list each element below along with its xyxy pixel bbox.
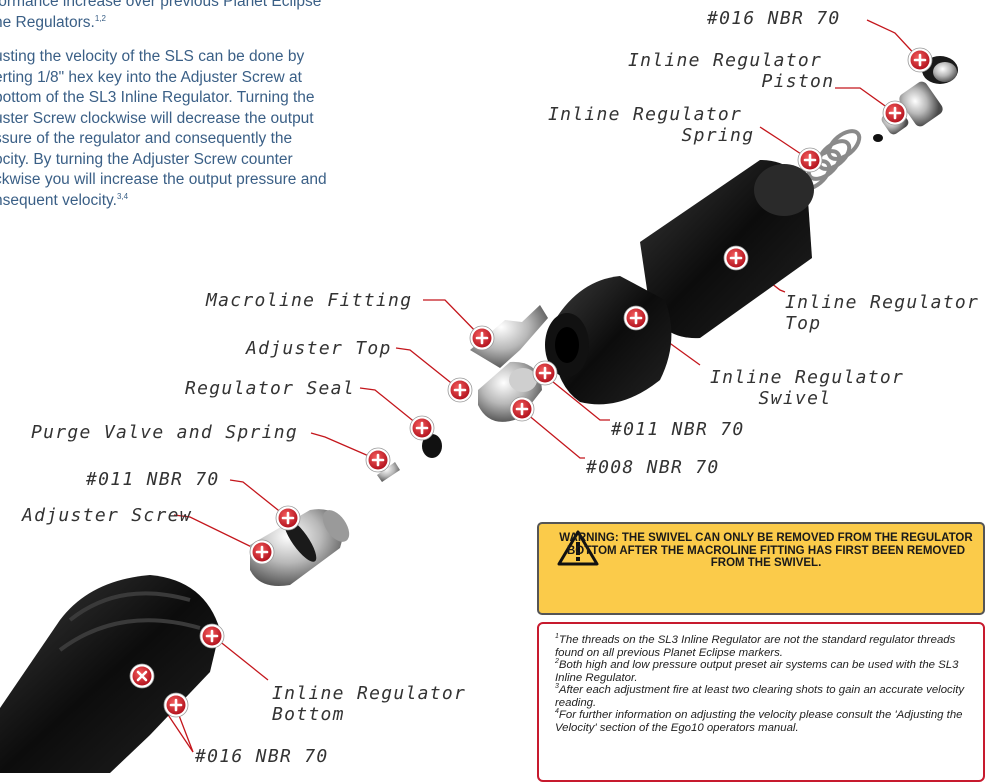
callout-marker-icon [470, 326, 494, 350]
warning-text: WARNING: THE SWIVEL CAN ONLY BE REMOVED … [549, 532, 973, 570]
label-nbr011-right: #011 NBR 70 [611, 419, 745, 440]
label-purge-valve: Purge Valve and Spring [31, 422, 298, 443]
label-spring: Inline Regulator Spring [548, 104, 754, 146]
label-inline-regulator-top: Inline Regulator Top [785, 292, 979, 334]
footnote-text: After each adjustment fire at least two … [555, 684, 964, 709]
label-nbr016-bottom: #016 NBR 70 [195, 746, 329, 767]
label-regulator-seal: Regulator Seal [185, 378, 355, 399]
footnote-text: For further information on adjusting the… [555, 709, 963, 734]
footnote: 4For further information on adjusting th… [555, 709, 973, 734]
label-nbr016-top: #016 NBR 70 [707, 8, 841, 29]
callout-marker-icon [366, 448, 390, 472]
footnotes-box: 1The threads on the SL3 Inline Regulator… [537, 622, 985, 782]
callout-marker-icon [624, 306, 648, 330]
footnote: 1The threads on the SL3 Inline Regulator… [555, 634, 973, 659]
footnote: 3After each adjustment fire at least two… [555, 684, 973, 709]
callout-marker-icon [276, 506, 300, 530]
label-adjuster-screw: Adjuster Screw [22, 505, 192, 526]
part-swivel [545, 276, 671, 404]
callout-marker-icon [410, 416, 434, 440]
footnote-text: Both high and low pressure output preset… [555, 659, 958, 684]
label-nbr011-left: #011 NBR 70 [86, 469, 220, 490]
label-macroline-fitting: Macroline Fitting [206, 290, 412, 311]
label-nbr008: #008 NBR 70 [586, 457, 720, 478]
footnote: 2Both high and low pressure output prese… [555, 659, 973, 684]
label-inline-regulator-bottom: Inline Regulator Bottom [272, 683, 466, 725]
callout-marker-icon [448, 378, 472, 402]
callout-marker-icon [164, 693, 188, 717]
callout-marker-icon [533, 361, 557, 385]
callout-marker-icon [130, 664, 154, 688]
callout-marker-icon [883, 101, 907, 125]
label-adjuster-top: Adjuster Top [246, 338, 392, 359]
callout-marker-icon [250, 540, 274, 564]
callout-marker-icon [908, 48, 932, 72]
footnote-text: The threads on the SL3 Inline Regulator … [555, 634, 955, 659]
callout-marker-icon [200, 624, 224, 648]
callout-marker-icon [798, 148, 822, 172]
callout-marker-icon [724, 246, 748, 270]
warning-box: WARNING: THE SWIVEL CAN ONLY BE REMOVED … [537, 522, 985, 615]
label-piston: Inline Regulator Piston [628, 50, 834, 92]
label-swivel: Inline Regulator Swivel [710, 367, 904, 409]
callout-marker-icon [510, 397, 534, 421]
